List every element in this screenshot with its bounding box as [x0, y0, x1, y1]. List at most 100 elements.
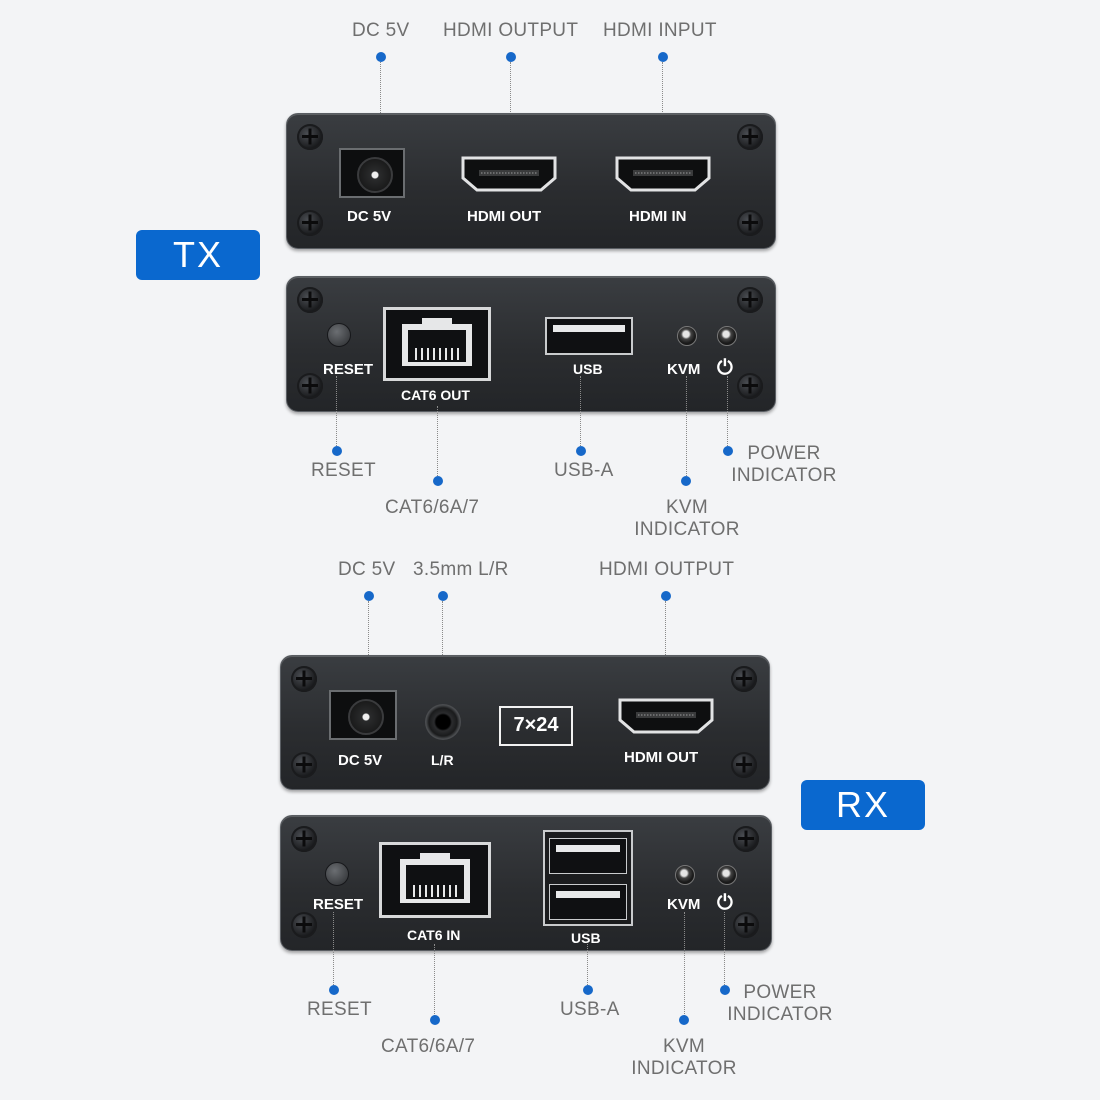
tx-dc-dot: [376, 52, 386, 62]
tx-usb-label: USB: [573, 361, 603, 377]
tx-hdmi-in-dot: [658, 52, 668, 62]
rx-dc-callout: DC 5V: [338, 559, 396, 580]
tx-hdmi-output-callout: HDMI OUTPUT: [443, 20, 579, 41]
tx-usb-callout: USB-A: [554, 460, 614, 481]
tx-usb-dot: [576, 446, 586, 456]
rx-usb-leader: [587, 944, 588, 987]
rx-reset-label: RESET: [313, 896, 364, 913]
screw-icon: [291, 666, 317, 692]
tx-kvm-leader: [686, 376, 687, 478]
screw-icon: [297, 373, 323, 399]
rx-cat-dot: [430, 1015, 440, 1025]
tx-cat-dot: [433, 476, 443, 486]
screw-icon: [731, 666, 757, 692]
reset-button: [325, 862, 349, 886]
screw-icon: [731, 752, 757, 778]
tx-power-callout-line2: INDICATOR: [731, 465, 837, 486]
tx-power-dot: [723, 446, 733, 456]
rx-power-callout: POWER INDICATOR: [724, 982, 836, 1026]
rx-kvm-dot: [679, 1015, 689, 1025]
screw-icon: [737, 210, 763, 236]
screw-icon: [737, 287, 763, 313]
power-led: [717, 326, 737, 346]
rx-cat-leader: [434, 944, 435, 1016]
tx-cat-callout: CAT6/6A/7: [385, 497, 480, 518]
screw-icon: [737, 373, 763, 399]
tx-hdmi-out-dot: [506, 52, 516, 62]
hdmi-out-port: [618, 698, 714, 734]
rx-usb-dot: [583, 985, 593, 995]
rx-power-callout-line2: INDICATOR: [727, 1004, 833, 1025]
tx-power-leader: [727, 376, 728, 448]
tx-tag: TX: [136, 230, 260, 280]
power-icon: ⏻: [717, 357, 733, 379]
rj45-icon: [402, 318, 472, 366]
kvm-led: [675, 865, 695, 885]
rx-dc-dot: [364, 591, 374, 601]
reset-button: [327, 323, 351, 347]
screw-icon: [297, 287, 323, 313]
rx-kvm-callout-line2: INDICATOR: [631, 1058, 737, 1079]
rx-power-leader: [724, 912, 725, 987]
tx-kvm-label: KVM: [667, 361, 701, 378]
tx-reset-label: RESET: [323, 361, 374, 378]
usb-port: [545, 317, 633, 355]
rx-reset-callout: RESET: [307, 999, 372, 1020]
rx-hdmi-dot: [661, 591, 671, 601]
power-led: [717, 865, 737, 885]
tx-cat-leader: [437, 406, 438, 478]
tx-top-panel: DC 5V HDMI OUT HDMI IN: [286, 113, 776, 249]
tx-kvm-callout: KVM INDICATOR: [631, 497, 743, 541]
screw-icon: [291, 752, 317, 778]
rx-usb-label: USB: [571, 930, 601, 946]
cat6-out-port: [383, 307, 491, 381]
tx-power-callout-line1: POWER: [747, 443, 821, 464]
tx-bottom-panel: RESET CAT6 OUT USB KVM ⏻: [286, 276, 776, 412]
screw-icon: [291, 912, 317, 938]
rx-hdmi-output-callout: HDMI OUTPUT: [599, 559, 735, 580]
dc-power-jack: [329, 690, 397, 740]
tx-cat6-out-label: CAT6 OUT: [401, 387, 470, 403]
tx-hdmi-in-label: HDMI IN: [629, 208, 687, 225]
cat6-in-port: [379, 842, 491, 918]
rx-kvm-callout-line1: KVM: [662, 1036, 706, 1057]
rx-kvm-callout: KVM INDICATOR: [628, 1036, 740, 1080]
tx-usb-leader: [580, 376, 581, 448]
rx-7x24-badge: 7×24: [499, 706, 573, 746]
rx-reset-dot: [329, 985, 339, 995]
audio-jack: [425, 704, 461, 740]
tx-reset-dot: [332, 446, 342, 456]
rj45-icon: [400, 853, 470, 903]
rx-dc-label: DC 5V: [338, 752, 383, 769]
rx-audio-dot: [438, 591, 448, 601]
tx-kvm-callout-line1: KVM: [665, 497, 709, 518]
kvm-led: [677, 326, 697, 346]
tx-dc-label: DC 5V: [347, 208, 392, 225]
usb-stack: [543, 830, 633, 926]
tx-power-callout: POWER INDICATOR: [728, 443, 840, 487]
hdmi-in-port: [615, 156, 711, 192]
screw-icon: [737, 124, 763, 150]
rx-cat-callout: CAT6/6A/7: [381, 1036, 476, 1057]
rx-top-panel: DC 5V L/R 7×24 HDMI OUT: [280, 655, 770, 790]
rx-cat6-in-label: CAT6 IN: [407, 927, 461, 943]
tx-kvm-dot: [681, 476, 691, 486]
screw-icon: [291, 826, 317, 852]
tx-reset-leader: [336, 376, 337, 448]
tx-kvm-callout-line2: INDICATOR: [634, 519, 740, 540]
rx-kvm-label: KVM: [667, 896, 701, 913]
rx-audio-label: L/R: [431, 752, 454, 768]
rx-kvm-leader: [684, 912, 685, 1016]
power-icon: ⏻: [717, 892, 733, 914]
rx-power-callout-line1: POWER: [743, 982, 817, 1003]
screw-icon: [297, 210, 323, 236]
dc-power-jack: [339, 148, 405, 198]
hdmi-out-port: [461, 156, 557, 192]
tx-dc-callout: DC 5V: [352, 20, 410, 41]
screw-icon: [733, 826, 759, 852]
usb-port-lower: [549, 884, 627, 920]
screw-icon: [733, 912, 759, 938]
screw-icon: [297, 124, 323, 150]
usb-port-upper: [549, 838, 627, 874]
rx-audio-callout: 3.5mm L/R: [413, 559, 509, 580]
